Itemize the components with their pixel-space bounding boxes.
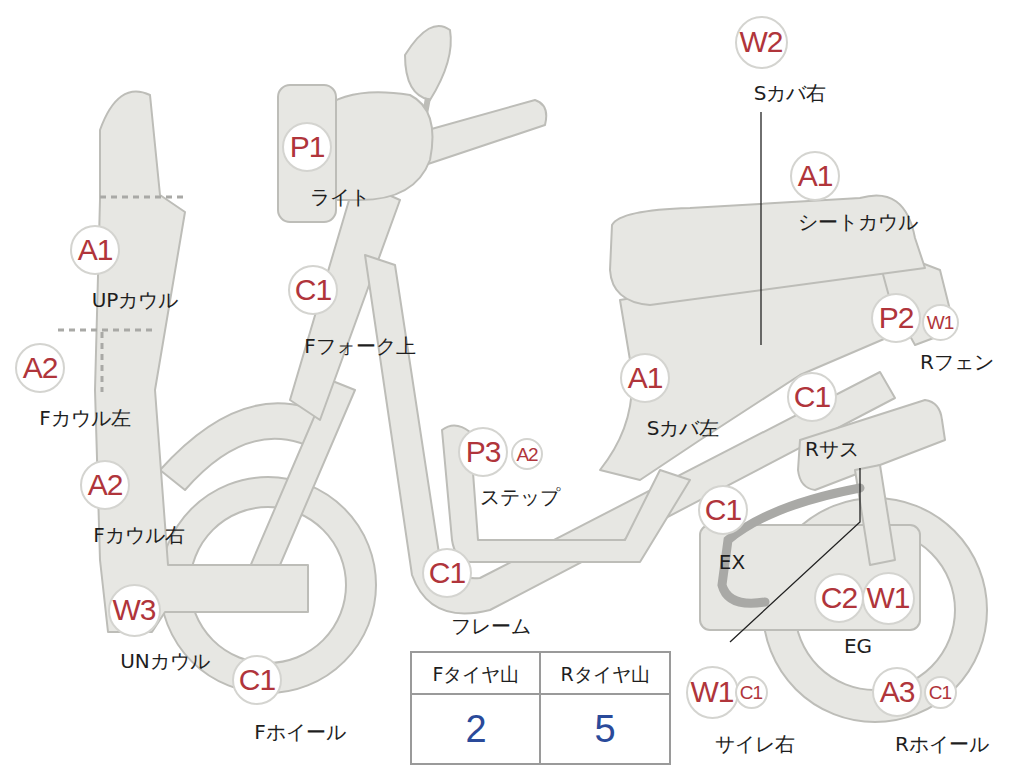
part-name: Fカウル右	[93, 524, 185, 546]
table-value: 2	[465, 709, 486, 751]
callout-circle: A1	[790, 151, 840, 201]
callout-code: P1	[290, 132, 325, 162]
callout-code: A2	[516, 445, 537, 464]
callout-code: W1	[927, 313, 954, 332]
table-rule	[539, 652, 541, 764]
part-name: Fホイール	[254, 721, 346, 743]
callout-circle: P3	[458, 427, 508, 477]
divider-line	[58, 329, 152, 332]
callout-code: P3	[466, 437, 501, 467]
callout-code: C1	[239, 665, 275, 695]
leader-line	[760, 112, 761, 345]
seat	[610, 195, 925, 305]
part-name: Sカバ左	[647, 417, 720, 439]
callout-code: C1	[929, 683, 951, 702]
callout-circle: C1	[698, 485, 748, 535]
callout-circle: C1	[924, 676, 957, 709]
callout-circle: W1	[862, 572, 915, 625]
callout-circle: W1	[922, 304, 959, 341]
part-name: EG	[844, 635, 872, 657]
part-name: Fカウル左	[39, 407, 131, 429]
callout-circle: A2	[80, 460, 130, 510]
callout-circle: C2	[814, 573, 864, 623]
callout-code: C2	[821, 583, 857, 613]
callout-code: A1	[78, 235, 113, 265]
callout-code: A1	[628, 363, 663, 393]
part-name: シートカウル	[798, 211, 918, 233]
part-name: ライト	[310, 186, 370, 208]
part-name: EX	[719, 551, 745, 573]
callout-circle: P1	[282, 122, 332, 172]
table-header: Fタイヤ山	[433, 664, 520, 685]
callout-code: A3	[880, 677, 915, 707]
callout-code: W3	[113, 595, 156, 625]
part-name: UNカウル	[120, 650, 210, 672]
callout-code: A2	[23, 353, 58, 383]
table-header: Rタイヤ山	[560, 664, 649, 685]
callout-circle: A1	[620, 353, 670, 403]
callout-circle: C1	[288, 265, 338, 315]
part-name: Sカバ右	[754, 82, 827, 104]
front-cowl	[95, 92, 308, 632]
callout-circle: C1	[787, 372, 837, 422]
part-name: Rサス	[805, 438, 859, 460]
table-frame	[411, 652, 670, 764]
callout-circle: C1	[422, 548, 472, 598]
callout-circle: A3	[872, 667, 922, 717]
callout-code: C1	[295, 275, 331, 305]
callout-code: W1	[867, 583, 910, 613]
callout-code: W2	[740, 27, 783, 57]
divider-line	[100, 196, 183, 199]
table-value: 5	[594, 709, 615, 751]
callout-circle: C1	[232, 655, 282, 705]
callout-code: C1	[429, 558, 465, 588]
callout-code: W1	[691, 677, 734, 707]
callout-code: C1	[740, 683, 762, 702]
part-name: ステップ	[480, 486, 560, 508]
part-name: Rホイール	[895, 733, 989, 755]
callout-code: C1	[794, 382, 830, 412]
callout-circle: W2	[735, 16, 788, 69]
part-name: サイレ右	[715, 733, 795, 755]
part-name: Fフォーク上	[304, 335, 416, 357]
callout-circle: A1	[70, 225, 120, 275]
callout-circle: W1	[686, 666, 739, 719]
callout-circle: P2	[871, 293, 921, 343]
callout-circle: C1	[735, 676, 768, 709]
callout-code: A2	[88, 470, 123, 500]
callout-code: A1	[798, 161, 833, 191]
callout-code: C1	[705, 495, 741, 525]
part-name: Rフェン	[920, 351, 994, 373]
part-name: フレーム	[451, 615, 531, 637]
callout-code: P2	[879, 303, 914, 333]
callout-circle: W3	[108, 584, 161, 637]
divider-line	[101, 332, 104, 392]
rear-shock	[855, 465, 895, 565]
part-name: UPカウル	[92, 289, 179, 311]
callout-circle: A2	[511, 438, 543, 470]
callout-circle: A2	[15, 343, 65, 393]
mirror	[405, 26, 451, 100]
